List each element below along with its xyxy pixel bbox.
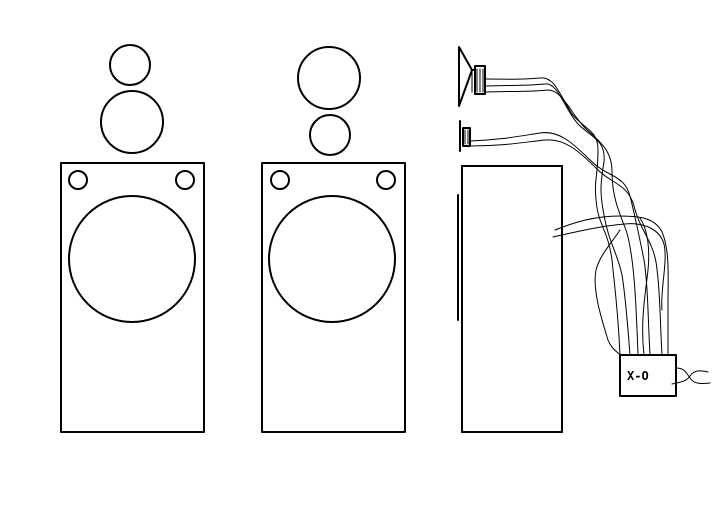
side-cabinet <box>457 165 563 433</box>
speaker-1 <box>60 44 205 433</box>
speaker-3-side-view: X-O <box>457 46 711 433</box>
output-cable <box>675 367 711 384</box>
speaker-1-cabinet <box>60 162 205 433</box>
speaker-1-top-large-driver <box>100 90 164 154</box>
side-driver-upper <box>458 46 486 107</box>
speaker-1-top-small-driver <box>109 44 151 86</box>
speaker-2-port-right <box>376 170 396 190</box>
speaker-1-woofer <box>68 195 196 323</box>
speaker-2-woofer <box>268 195 396 323</box>
driver-wires <box>469 77 669 356</box>
side-driver-lower <box>459 120 471 152</box>
speaker-2-top-small-driver <box>309 114 351 156</box>
speaker-1-port-left <box>68 170 88 190</box>
speaker-1-port-right <box>175 170 195 190</box>
crossover-label: X-O <box>627 369 649 383</box>
speaker-2-cabinet <box>261 162 406 433</box>
speaker-2-top-large-driver <box>297 46 361 110</box>
speaker-2-port-left <box>270 170 290 190</box>
speaker-2 <box>261 46 406 433</box>
crossover-box: X-O <box>619 354 677 397</box>
